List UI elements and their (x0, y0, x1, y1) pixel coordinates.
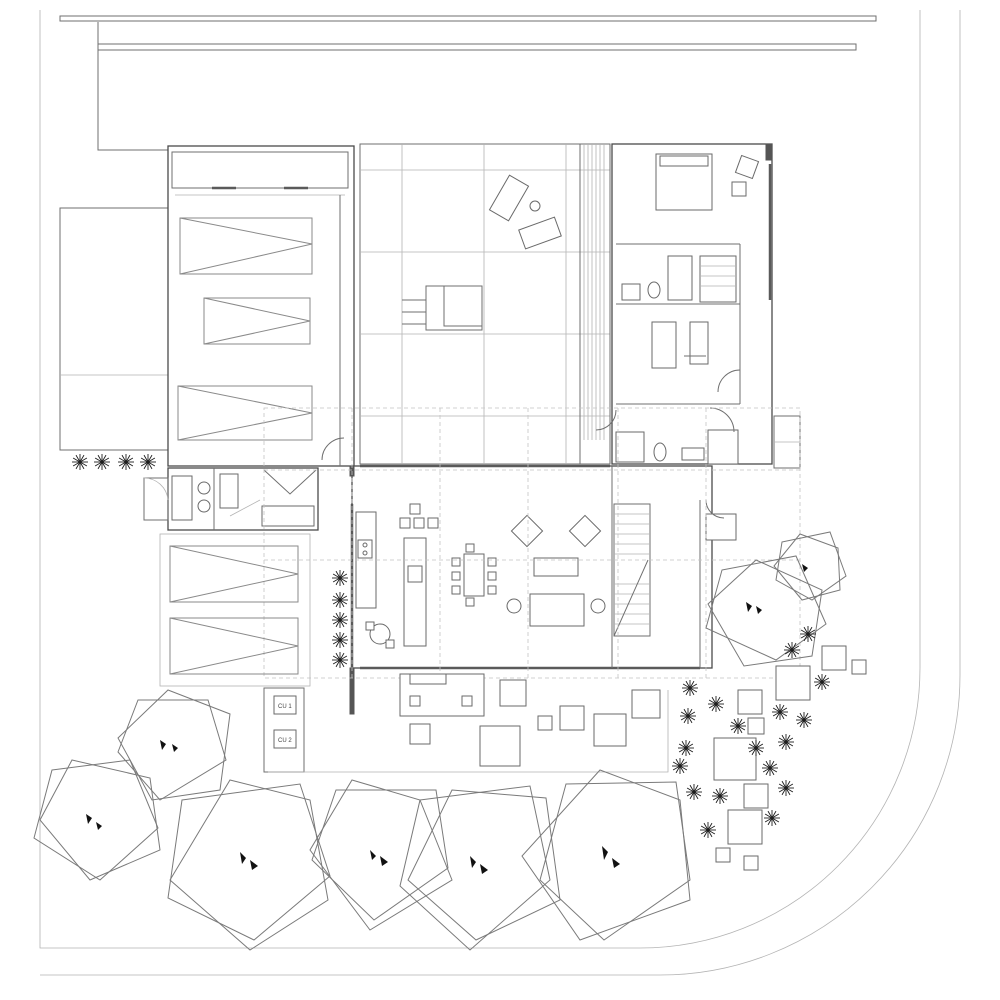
shrub-icon (118, 454, 134, 470)
round-table-icon (365, 621, 395, 649)
bathtub-icon (651, 321, 709, 369)
shrub-icon (332, 652, 348, 668)
right-cabinet (773, 415, 801, 469)
bed-icon (655, 153, 713, 211)
shrub-icon (332, 570, 348, 586)
toilet-icon (621, 281, 661, 301)
shrub-icon (72, 454, 830, 838)
car-icon (169, 617, 299, 675)
bar-stools (399, 503, 439, 529)
shrub-icon (678, 740, 694, 756)
site-boundary (39, 10, 961, 976)
shrub-icon (778, 734, 794, 750)
dining-table-icon (451, 543, 497, 607)
living-area (349, 464, 737, 715)
bedroom-wing (595, 143, 773, 465)
shrub-icon (672, 758, 688, 774)
shrub-icon (686, 784, 702, 800)
meter-label-2: CU 2 (278, 738, 292, 744)
shrub-icon (730, 718, 746, 734)
parking-lower (159, 533, 311, 687)
shrub-icon (72, 454, 88, 470)
shrub-icon (712, 788, 728, 804)
shrub-icon (772, 704, 788, 720)
car-icon (177, 385, 313, 441)
roof-overhang (263, 407, 801, 679)
condenser-units: CU 1 CU 2 (263, 687, 305, 773)
lounge-chair-icon (488, 174, 562, 250)
shrub-icon (708, 696, 724, 712)
shrub-icon (332, 592, 348, 608)
shrub-icon (796, 712, 812, 728)
kitchen-island (403, 537, 427, 647)
sofa-icon (506, 557, 606, 627)
shrub-icon (94, 454, 110, 470)
armchair-icon (510, 514, 602, 548)
stair-icon (613, 503, 651, 637)
shower-icon (699, 255, 737, 303)
car-icon (169, 545, 299, 603)
courtyard (359, 143, 611, 465)
utility-rooms (143, 467, 319, 531)
shrub-icon (762, 760, 778, 776)
tree-canopy-icon (33, 531, 847, 951)
shrub-icon (332, 632, 348, 648)
shrub-icon (814, 674, 830, 690)
tree-trunk-icon (86, 564, 808, 874)
shrub-icon (140, 454, 156, 470)
car-icon (203, 297, 311, 345)
shrub-icon (748, 740, 764, 756)
shrub-icon (332, 612, 348, 628)
shrub-icon (764, 810, 780, 826)
shrub-icon (800, 626, 816, 642)
meter-label-1: CU 1 (278, 704, 292, 710)
shrub-icon (682, 680, 698, 696)
terrace (268, 673, 669, 773)
chair-icon (731, 154, 760, 197)
stepping-stones (713, 645, 867, 871)
car-icon (179, 217, 313, 275)
deck-boards (583, 144, 605, 440)
shrub-icon (784, 642, 800, 658)
shrub-icon (680, 708, 696, 724)
garage (167, 145, 355, 467)
shrub-icon (700, 822, 716, 838)
carport (59, 207, 169, 451)
shrub-icon (778, 780, 794, 796)
